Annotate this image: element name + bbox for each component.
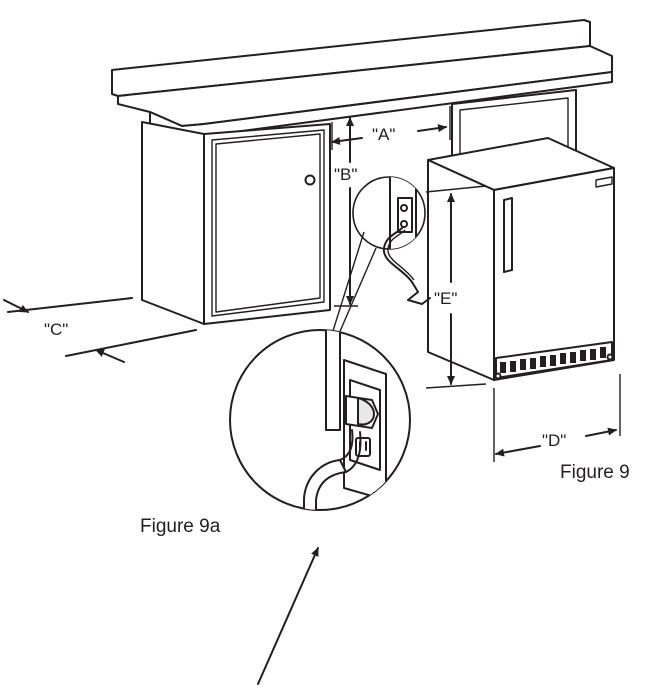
door-knob xyxy=(304,174,316,186)
dimension-c xyxy=(3,297,197,363)
left-cabinet xyxy=(141,121,331,325)
caption-figure-9a: Figure 9a xyxy=(140,516,221,537)
dimension-e xyxy=(425,185,487,389)
pointer-arrow xyxy=(257,547,319,685)
label-c: "C" xyxy=(44,320,68,339)
dimension-b xyxy=(334,117,358,307)
dimension-d xyxy=(493,374,621,462)
outlet-detail-magnified xyxy=(229,329,411,511)
outlet-callout xyxy=(352,176,431,305)
countertop xyxy=(111,19,613,139)
label-a: "A" xyxy=(372,125,395,144)
label-e: "E" xyxy=(434,289,457,308)
caption-figure-9: Figure 9 xyxy=(560,462,630,483)
refrigerator xyxy=(427,137,615,381)
label-d: "D" xyxy=(542,431,566,450)
dimension-a xyxy=(331,106,451,150)
label-b: "B" xyxy=(334,165,357,184)
